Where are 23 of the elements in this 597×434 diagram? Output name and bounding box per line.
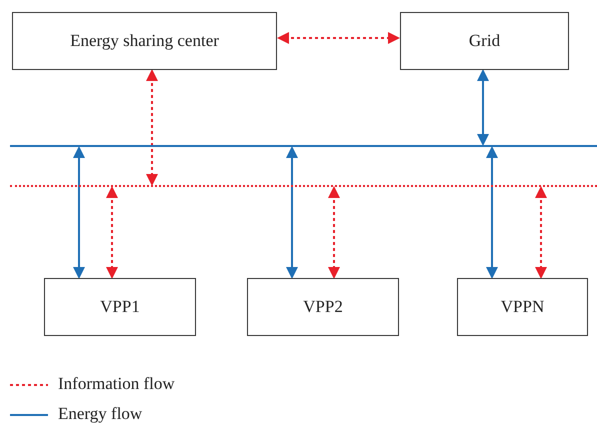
legend-text: Energy flow <box>58 404 142 424</box>
process-box <box>44 278 196 336</box>
arrow <box>73 146 85 279</box>
arrow <box>106 186 118 279</box>
arrow <box>286 146 298 279</box>
node-label: VPPN <box>500 297 544 317</box>
legend-text: Information flow <box>58 374 175 394</box>
node-label: Grid <box>468 31 500 51</box>
node-label: VPP2 <box>303 297 343 317</box>
process-box <box>247 278 399 336</box>
process-box <box>400 12 569 70</box>
arrow <box>146 69 158 186</box>
bus-line <box>10 145 597 147</box>
arrow <box>328 186 340 279</box>
node-label: Energy sharing center <box>70 31 219 51</box>
arrow <box>277 32 400 44</box>
arrow <box>486 146 498 279</box>
process-box <box>12 12 277 70</box>
bus-line <box>10 185 597 187</box>
process-box <box>457 278 588 336</box>
arrow <box>477 69 489 146</box>
node-label: VPP1 <box>100 297 140 317</box>
arrow <box>535 186 547 279</box>
